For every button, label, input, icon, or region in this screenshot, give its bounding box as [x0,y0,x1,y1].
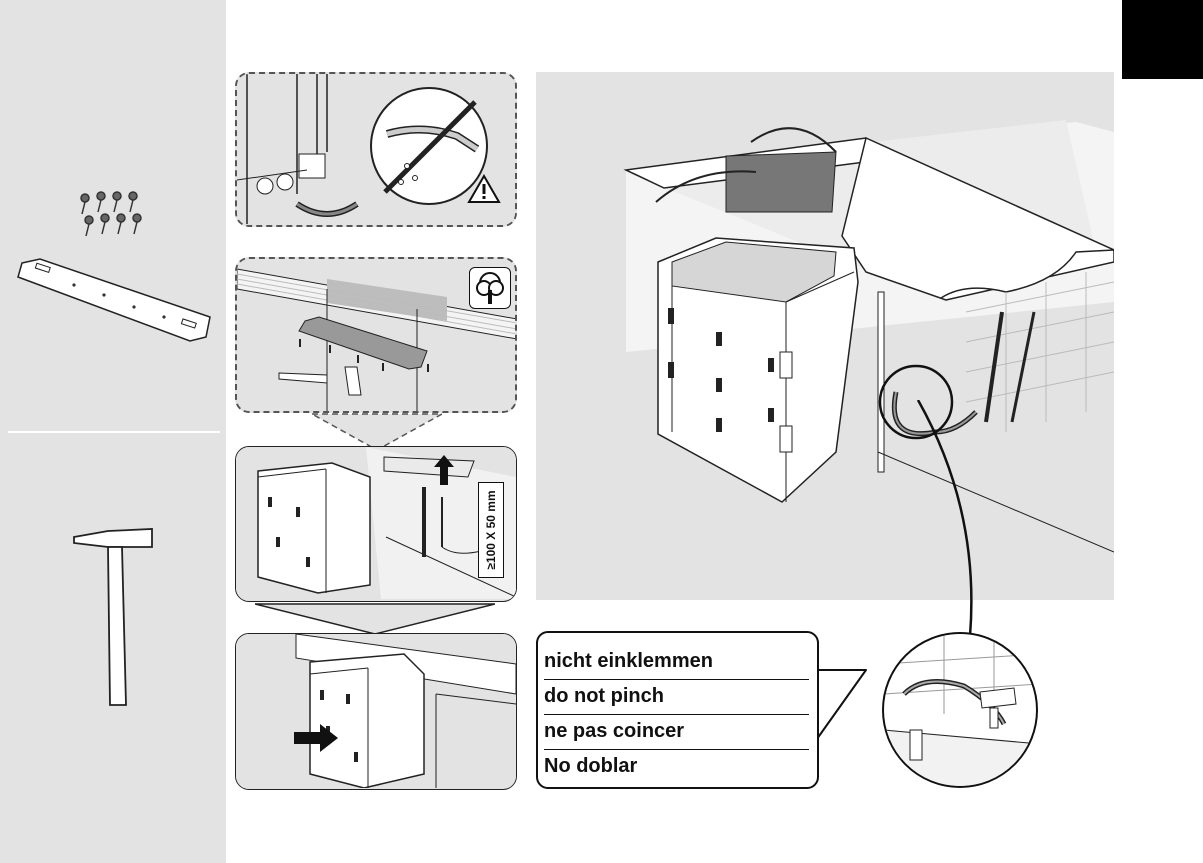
wood-cabinet-badge [469,267,511,309]
tree-icon [470,268,510,308]
mounting-strip-icon [14,255,214,345]
push-arrow-icon [294,724,338,752]
warning-label-en: do not pinch [544,684,809,715]
sidebar-divider [8,431,220,433]
step-arrow-2 [255,602,495,636]
warning-label-de: nicht einklemmen [544,649,809,680]
mounting-strip-panel [235,257,517,413]
section-tab-marker [1122,0,1203,79]
hammer-icon [68,525,158,710]
push-in-panel [235,633,517,790]
water-connection-panel [235,72,517,227]
warning-label-es: No doblar [544,754,809,784]
do-not-pinch-warning: nicht einklemmen do not pinch ne pas coi… [536,631,819,789]
up-arrow-icon [434,455,454,485]
hose-routing-panel: ≥100 X 50 mm [235,446,517,602]
opening-dimension-label: ≥100 X 50 mm [478,482,504,578]
screws-icon [75,190,155,244]
pinch-detail-circle [882,632,1038,788]
warning-triangle-icon [467,174,501,204]
main-install-illustration [536,72,1114,600]
zoom-connector [910,400,990,640]
warning-label-fr: ne pas coincer [544,719,809,750]
